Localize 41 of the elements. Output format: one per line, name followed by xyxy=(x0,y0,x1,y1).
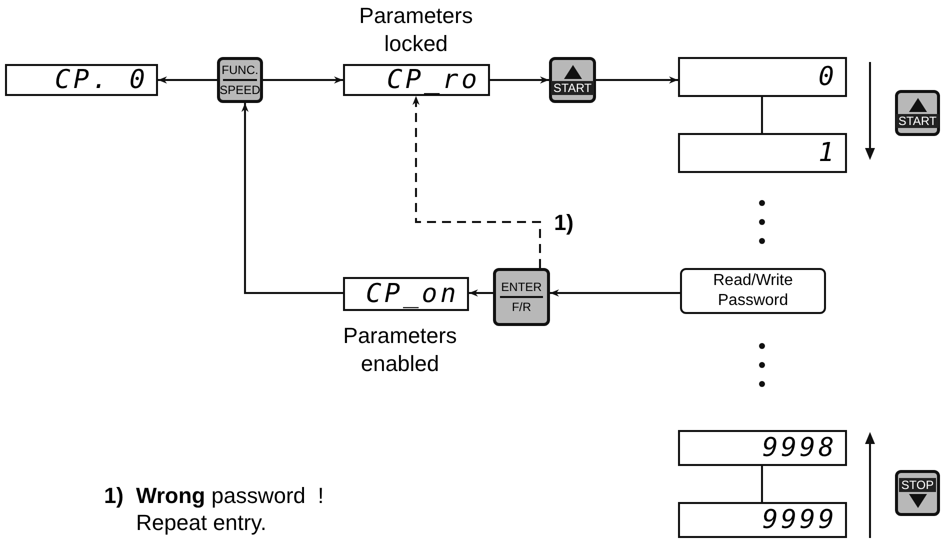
arrow xyxy=(596,76,678,84)
footnote-text: Repeat entry. xyxy=(136,509,266,536)
node-label: Parameters enabled xyxy=(342,322,458,378)
arrow xyxy=(469,289,493,297)
footnote-text: Wrong password ! xyxy=(136,482,324,509)
display-panel xyxy=(678,57,847,97)
key-label: ENTER xyxy=(501,281,542,293)
key-label: START xyxy=(551,81,594,95)
arrow xyxy=(550,289,680,297)
arrow xyxy=(263,76,343,84)
text-box xyxy=(680,268,826,314)
display-panel xyxy=(5,64,158,96)
key-label: F/R xyxy=(512,301,532,313)
keypad-key xyxy=(217,57,263,103)
arrow xyxy=(490,76,549,84)
display-readout: CP_on xyxy=(366,280,459,308)
display-panel xyxy=(343,277,469,311)
keypad-key xyxy=(895,470,940,516)
display-readout: CP_ro xyxy=(386,66,480,94)
arrow xyxy=(158,76,217,84)
display-readout: CP. 0 xyxy=(54,66,148,94)
key-label: FUNC. xyxy=(222,64,258,76)
key-label: STOP xyxy=(899,478,936,492)
keypad-key xyxy=(895,90,940,136)
arrow xyxy=(241,103,343,294)
display-panel xyxy=(678,502,847,538)
display-readout: 0 xyxy=(818,63,837,91)
display-panel xyxy=(343,64,490,96)
box-label: Read/Write Password xyxy=(712,271,794,311)
display-panel xyxy=(678,133,847,173)
keypad-key xyxy=(549,57,596,103)
footnote-number: 1) xyxy=(104,482,124,509)
key-label: START xyxy=(896,114,939,128)
node-label: Parameters locked xyxy=(358,2,474,58)
display-readout: 9999 xyxy=(762,506,837,534)
keypad-key xyxy=(493,268,550,326)
display-readout: 9998 xyxy=(762,434,837,462)
dashed-arrow xyxy=(412,96,541,268)
key-label: SPEED xyxy=(220,84,260,96)
display-panel xyxy=(678,430,847,466)
display-readout: 1 xyxy=(818,139,837,167)
